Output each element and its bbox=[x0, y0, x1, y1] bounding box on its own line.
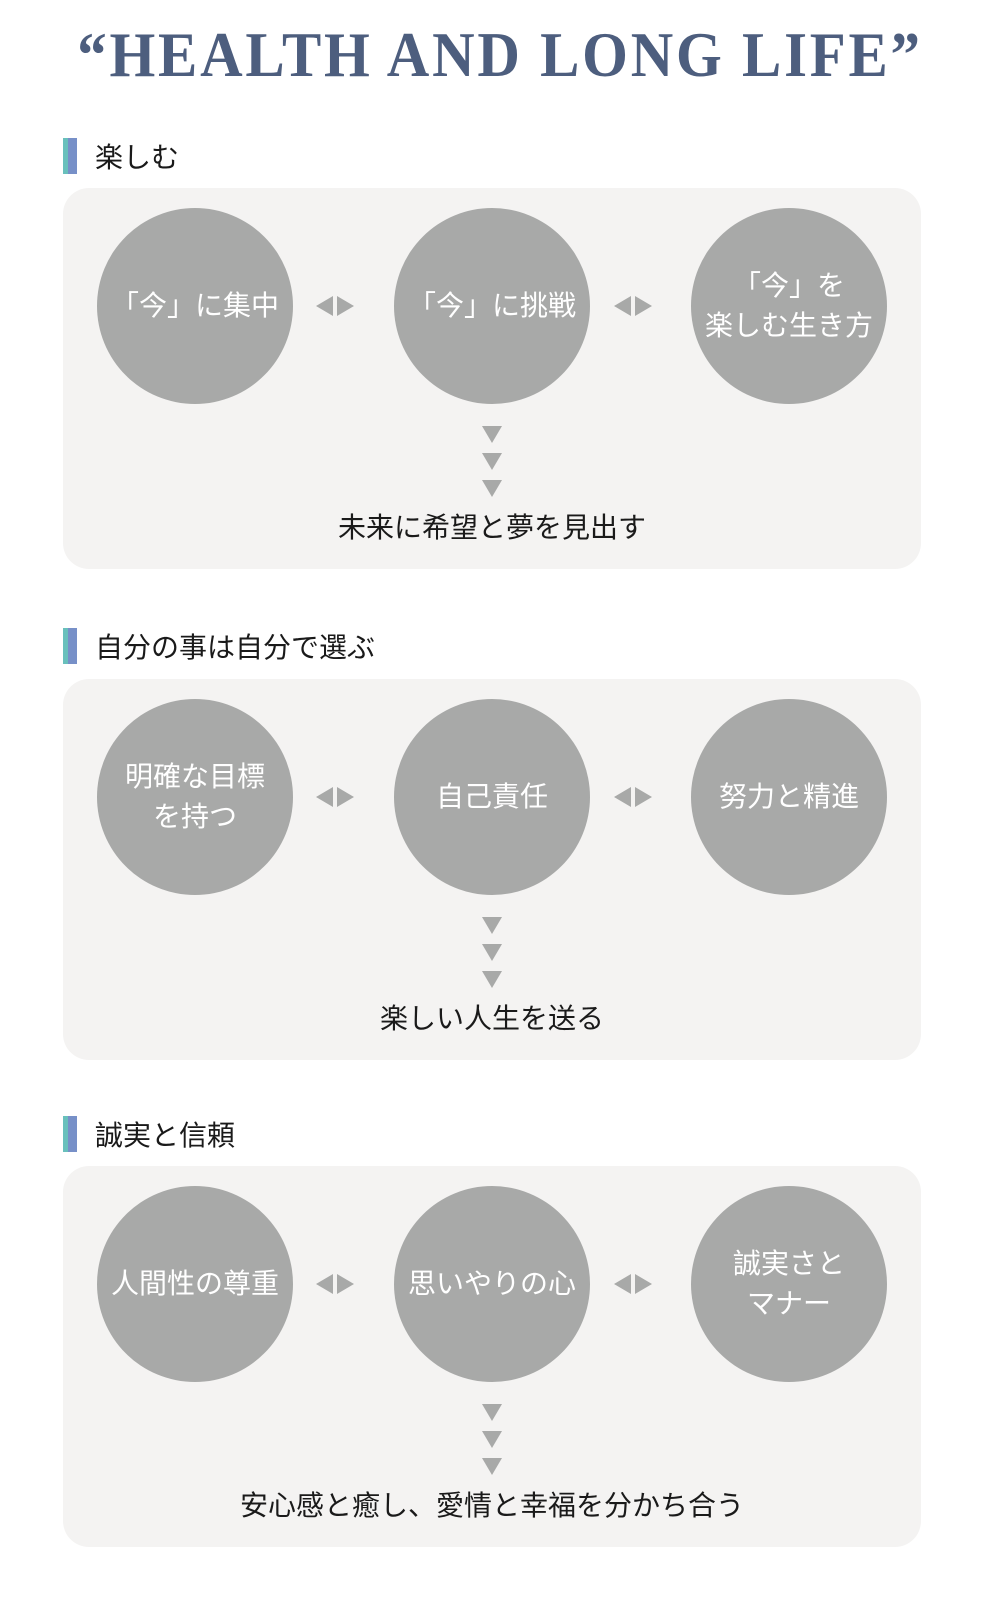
section-result: 安心感と癒し、愛情と幸福を分かち合う bbox=[239, 1489, 744, 1522]
concept-circle: 明確な目標 を持つ bbox=[97, 699, 293, 895]
concept-circle: 努力と精進 bbox=[691, 699, 887, 895]
heading-bar-icon bbox=[63, 138, 77, 174]
page-title: “HEALTH AND LONG LIFE” bbox=[77, 19, 923, 90]
section-heading-text: 誠実と信頼 bbox=[95, 1119, 236, 1152]
heading-bar-icon bbox=[63, 1116, 77, 1152]
concept-circle: 誠実さと マナー bbox=[691, 1186, 887, 1382]
section-heading-2: 自分の事は自分で選ぶ bbox=[63, 628, 375, 664]
down-arrows-icon bbox=[482, 426, 502, 497]
heading-bar-icon bbox=[63, 628, 77, 664]
section-panel-1: 「今」に集中 「今」に挑戦 「今」を 楽しむ生き方 未来に希望と夢を見出す bbox=[63, 188, 921, 569]
concept-circle: 「今」を 楽しむ生き方 bbox=[691, 208, 887, 404]
concept-circle: 自己責任 bbox=[394, 699, 590, 895]
concept-circle: 思いやりの心 bbox=[394, 1186, 590, 1382]
left-right-arrow-icon bbox=[614, 1274, 652, 1294]
section-result: 未来に希望と夢を見出す bbox=[337, 511, 646, 544]
section-heading-text: 楽しむ bbox=[95, 141, 180, 174]
section-heading-1: 楽しむ bbox=[63, 138, 179, 174]
left-right-arrow-icon bbox=[316, 1274, 354, 1294]
left-right-arrow-icon bbox=[316, 296, 354, 316]
section-result: 楽しい人生を送る bbox=[379, 1002, 604, 1035]
down-arrows-icon bbox=[482, 1404, 502, 1475]
section-heading-3: 誠実と信頼 bbox=[63, 1116, 235, 1152]
concept-circle: 「今」に集中 bbox=[97, 208, 293, 404]
left-right-arrow-icon bbox=[614, 296, 652, 316]
down-arrows-icon bbox=[482, 917, 502, 988]
left-right-arrow-icon bbox=[316, 787, 354, 807]
section-panel-2: 明確な目標 を持つ 自己責任 努力と精進 楽しい人生を送る bbox=[63, 679, 921, 1060]
concept-circle: 「今」に挑戦 bbox=[394, 208, 590, 404]
section-heading-text: 自分の事は自分で選ぶ bbox=[95, 631, 376, 664]
concept-circle: 人間性の尊重 bbox=[97, 1186, 293, 1382]
left-right-arrow-icon bbox=[614, 787, 652, 807]
section-panel-3: 人間性の尊重 思いやりの心 誠実さと マナー 安心感と癒し、愛情と幸福を分かち合… bbox=[63, 1166, 921, 1547]
